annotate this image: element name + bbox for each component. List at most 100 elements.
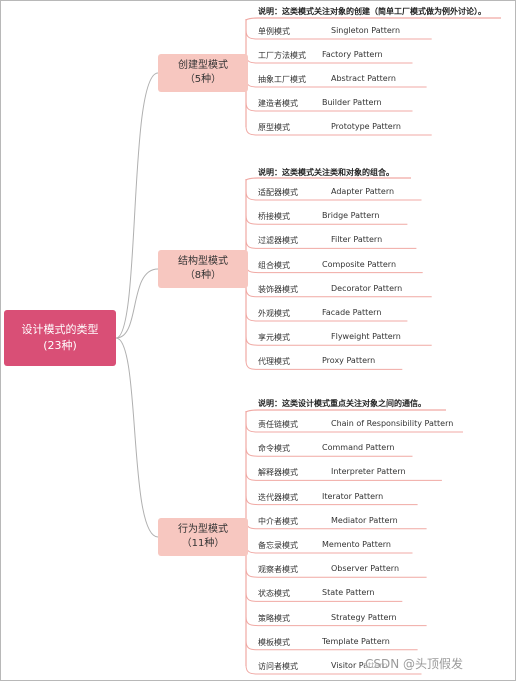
pattern-english-name: Memento Pattern xyxy=(322,540,391,549)
pattern-item: 外观模式 Facade Pattern xyxy=(258,308,478,320)
pattern-chinese-name: 建造者模式 xyxy=(258,99,298,108)
pattern-english-name: Factory Pattern xyxy=(322,50,383,59)
pattern-english-name: Strategy Pattern xyxy=(331,612,397,622)
category-note-structural: 说明：这类模式关注类和对象的组合。 xyxy=(258,168,394,177)
pattern-english-name: Composite Pattern xyxy=(322,259,397,269)
pattern-chinese-name: 迭代器模式 xyxy=(258,492,298,502)
note-connector xyxy=(245,177,411,181)
item-connector xyxy=(245,239,417,249)
category-name: 行为型模式 xyxy=(178,524,228,535)
pattern-chinese-name: 状态模式 xyxy=(258,589,290,599)
item-connector xyxy=(245,215,408,225)
pattern-english-name: Interpreter Pattern xyxy=(331,467,406,477)
root-count: (23种) xyxy=(43,339,77,352)
pattern-english-name: Facade Pattern xyxy=(322,308,382,317)
category-node-behavioral: 行为型模式 （11种） xyxy=(158,518,248,556)
item-connector xyxy=(245,592,403,602)
pattern-english-name: State Pattern xyxy=(322,588,375,598)
pattern-chinese-name: 工厂方法模式 xyxy=(258,51,306,60)
pattern-chinese-name: 外观模式 xyxy=(258,309,290,318)
pattern-item: 解释器模式 Interpreter Pattern xyxy=(258,467,478,479)
pattern-item: 模板模式 Template Pattern xyxy=(258,637,478,649)
item-connector xyxy=(245,664,422,675)
pattern-english-name: Mediator Pattern xyxy=(331,515,398,525)
item-connector xyxy=(245,29,432,40)
root-node: 设计模式的类型 (23种) xyxy=(4,310,116,366)
pattern-item: 中介者模式 Mediator Pattern xyxy=(258,516,478,528)
pattern-chinese-name: 享元模式 xyxy=(258,333,290,343)
pattern-item: 命令模式 Command Pattern xyxy=(258,443,478,455)
item-connector xyxy=(245,101,413,112)
pattern-item: 过滤器模式 Filter Pattern xyxy=(258,235,478,247)
pattern-chinese-name: 观察者模式 xyxy=(258,565,298,575)
item-connector xyxy=(245,422,463,433)
category-note-creational: 说明：这类模式关注对象的创建（简单工厂模式做为例外讨论）。 xyxy=(258,7,486,16)
category-node-structural: 结构型模式 （8种） xyxy=(158,250,248,288)
root-to-category-line xyxy=(115,72,159,339)
note-connector xyxy=(245,17,501,21)
item-connector xyxy=(245,616,427,627)
pattern-chinese-name: 责任链模式 xyxy=(258,420,298,429)
pattern-chinese-name: 组合模式 xyxy=(258,260,290,270)
pattern-english-name: Iterator Pattern xyxy=(322,491,384,501)
pattern-english-name: Singleton Pattern xyxy=(331,26,401,35)
pattern-chinese-name: 模板模式 xyxy=(258,637,290,647)
pattern-chinese-name: 原型模式 xyxy=(258,123,290,132)
category-count: （8种） xyxy=(184,270,222,281)
pattern-english-name: Filter Pattern xyxy=(331,235,383,245)
pattern-english-name: Observer Pattern xyxy=(331,564,400,574)
item-connector xyxy=(245,447,413,457)
pattern-item: 观察者模式 Observer Pattern xyxy=(258,564,478,576)
pattern-item: 状态模式 State Pattern xyxy=(258,588,478,600)
pattern-english-name: Abstract Pattern xyxy=(331,74,396,83)
pattern-english-name: Decorator Pattern xyxy=(331,283,403,293)
item-connector xyxy=(245,471,442,481)
root-to-category-line xyxy=(115,268,159,339)
pattern-item: 迭代器模式 Iterator Pattern xyxy=(258,492,478,504)
pattern-english-name: Prototype Pattern xyxy=(331,122,401,131)
pattern-english-name: Chain of Responsibility Pattern xyxy=(331,419,454,428)
pattern-item: 组合模式 Composite Pattern xyxy=(258,260,478,272)
item-connector xyxy=(245,336,432,346)
root-title: 设计模式的类型 xyxy=(21,323,99,336)
pattern-item: 适配器模式 Adapter Pattern xyxy=(258,187,478,199)
pattern-chinese-name: 过滤器模式 xyxy=(258,236,298,246)
item-connector xyxy=(245,190,422,201)
item-connector xyxy=(245,311,408,322)
pattern-item: 代理模式 Proxy Pattern xyxy=(258,356,478,368)
item-connector xyxy=(245,568,427,578)
pattern-chinese-name: 装饰器模式 xyxy=(258,284,298,294)
pattern-chinese-name: 代理模式 xyxy=(258,357,290,367)
pattern-english-name: Command Pattern xyxy=(322,443,395,453)
pattern-item: 桥接模式 Bridge Pattern xyxy=(258,211,478,223)
pattern-english-name: Proxy Pattern xyxy=(322,356,376,366)
category-note-behavioral: 说明：这类设计模式重点关注对象之间的通信。 xyxy=(258,399,426,408)
pattern-chinese-name: 解释器模式 xyxy=(258,468,298,478)
pattern-english-name: Bridge Pattern xyxy=(322,211,380,221)
item-connector xyxy=(245,125,432,136)
pattern-chinese-name: 访问者模式 xyxy=(258,662,298,671)
pattern-item: 备忘录模式 Memento Pattern xyxy=(258,540,478,552)
pattern-chinese-name: 适配器模式 xyxy=(258,188,298,197)
pattern-english-name: Adapter Pattern xyxy=(331,187,395,196)
pattern-chinese-name: 桥接模式 xyxy=(258,212,290,222)
pattern-chinese-name: 单例模式 xyxy=(258,27,290,36)
item-connector xyxy=(245,287,432,298)
item-connector xyxy=(245,640,418,651)
pattern-chinese-name: 命令模式 xyxy=(258,444,290,454)
pattern-chinese-name: 备忘录模式 xyxy=(258,541,298,550)
note-connector xyxy=(245,409,446,413)
watermark-text: CSDN @头顶假发 xyxy=(365,655,464,672)
pattern-english-name: Template Pattern xyxy=(322,636,390,646)
pattern-item: 责任链模式 Chain of Responsibility Pattern xyxy=(258,419,478,431)
pattern-item: 工厂方法模式 Factory Pattern xyxy=(258,50,478,62)
pattern-chinese-name: 中介者模式 xyxy=(258,516,298,526)
category-count: （5种） xyxy=(184,74,222,85)
category-count: （11种） xyxy=(181,538,225,549)
pattern-item: 装饰器模式 Decorator Pattern xyxy=(258,284,478,296)
category-node-creational: 创建型模式 （5种） xyxy=(158,54,248,92)
